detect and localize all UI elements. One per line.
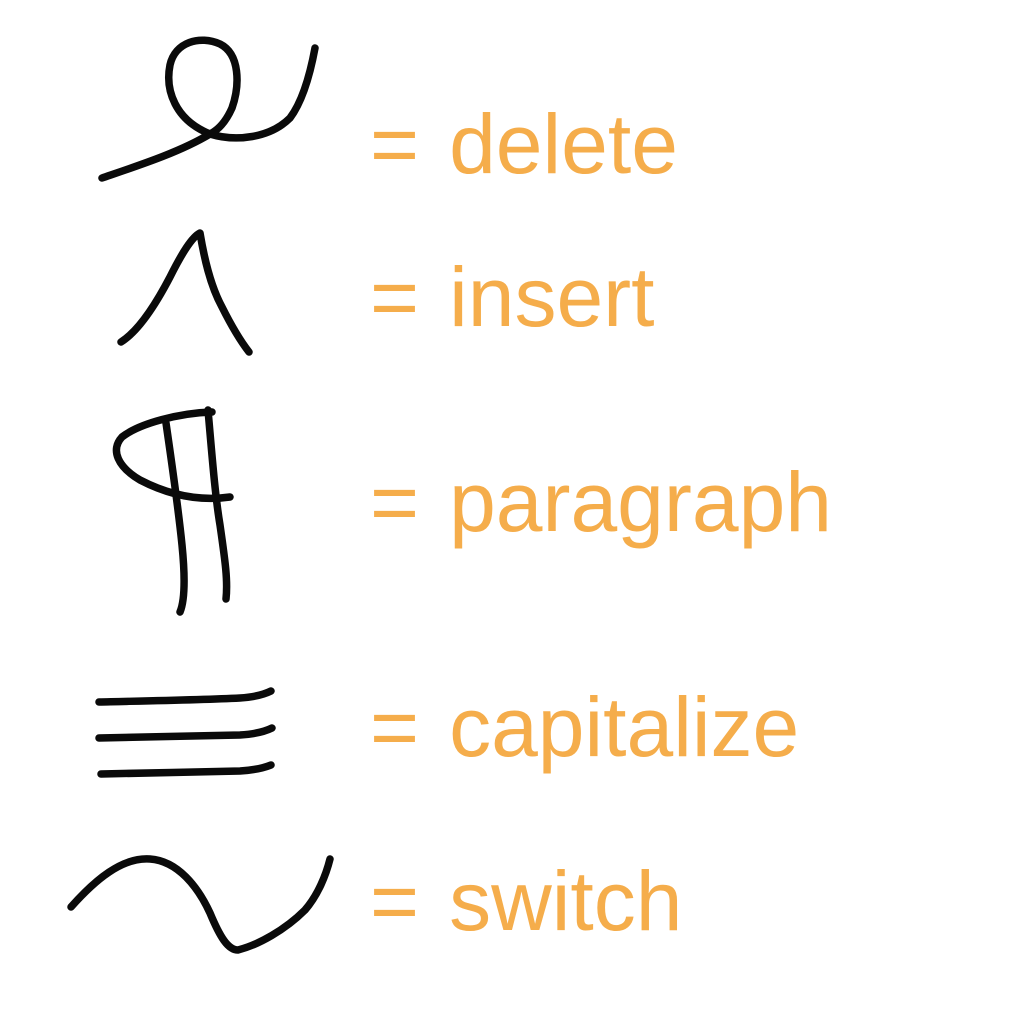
equals-sign: =	[370, 455, 420, 549]
gesture-label-text: capitalize	[449, 680, 800, 774]
switch-gesture-icon	[0, 845, 360, 965]
gesture-row-paragraph: = paragraph	[0, 395, 1024, 625]
insert-caret-gesture-icon	[0, 215, 360, 365]
equals-sign: =	[370, 97, 420, 191]
paragraph-label: =paragraph	[370, 460, 832, 544]
gesture-label-text: switch	[449, 854, 683, 948]
gesture-row-insert: = insert	[0, 215, 1024, 365]
gesture-row-switch: = switch	[0, 845, 1024, 965]
gesture-row-capitalize: = capitalize	[0, 675, 1024, 785]
equals-sign: =	[370, 250, 420, 344]
equals-sign: =	[370, 854, 420, 948]
capitalize-gesture-icon	[0, 675, 360, 785]
switch-label: =switch	[370, 859, 682, 943]
insert-label: =insert	[370, 255, 654, 339]
gesture-row-delete: = delete	[0, 30, 1024, 200]
gesture-label-text: paragraph	[449, 455, 833, 549]
equals-sign: =	[370, 680, 420, 774]
gesture-label-text: delete	[449, 97, 678, 191]
delete-gesture-icon	[0, 30, 360, 200]
gesture-label-text: insert	[449, 250, 655, 344]
delete-label: =delete	[370, 102, 678, 186]
capitalize-label: =capitalize	[370, 685, 799, 769]
paragraph-gesture-icon	[0, 395, 360, 625]
